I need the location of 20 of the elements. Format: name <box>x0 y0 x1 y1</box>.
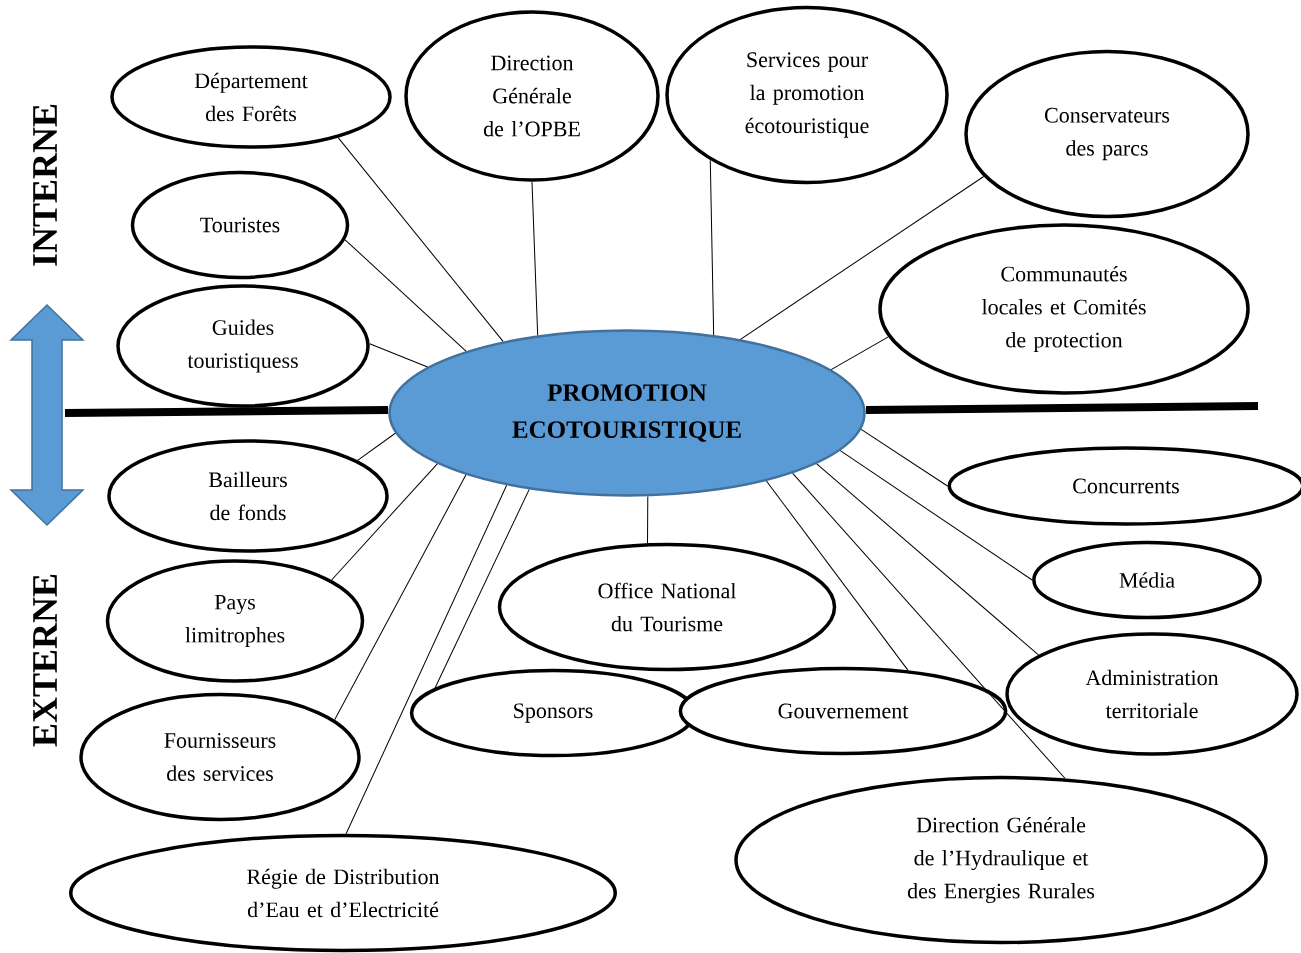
side-label: EXTERNE <box>33 574 57 747</box>
connector-line <box>334 474 467 721</box>
connector-line <box>344 239 467 352</box>
connector-line <box>345 484 508 835</box>
connector-line <box>337 137 504 342</box>
connector-line <box>792 472 1066 779</box>
connector-line <box>839 450 1033 581</box>
connector-line <box>739 175 985 340</box>
connector-line <box>357 432 396 461</box>
connector-line <box>830 336 889 371</box>
connector-line <box>860 428 948 487</box>
connector-line <box>531 181 539 336</box>
side-label: INTERNE <box>33 104 57 266</box>
connector-line <box>709 159 715 336</box>
connector-line <box>647 495 649 544</box>
connector-line <box>369 343 429 368</box>
connector-line <box>765 480 909 671</box>
connector-line <box>816 463 1039 656</box>
connector-line <box>434 488 530 689</box>
connector-line <box>331 463 438 581</box>
